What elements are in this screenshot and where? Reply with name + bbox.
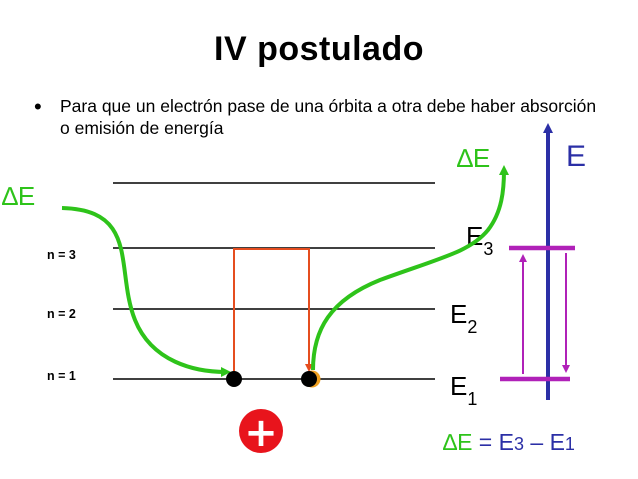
energy-label-e1: E1	[450, 371, 477, 409]
formula-delta-e: ∆E	[443, 429, 472, 455]
energy-label-e1-main: E	[450, 371, 467, 401]
delta-e-absorbed-label: ∆E	[2, 181, 35, 211]
green-absorption-arrow	[61, 206, 231, 377]
formula-e3-sub: 3	[514, 434, 524, 454]
formula-equals: =	[472, 429, 498, 455]
electron-final	[301, 371, 317, 387]
bullet-text: Para que un electrón pase de una órbita …	[60, 96, 597, 138]
electron-initial	[226, 371, 242, 387]
bullet-marker: •	[34, 94, 42, 119]
level-label-n3: n = 3	[47, 248, 76, 262]
nucleus-plus-sign: +	[244, 410, 278, 456]
formula-e3: E	[499, 429, 514, 455]
formula-e1: E	[550, 429, 565, 455]
green-emission-arrow	[311, 165, 509, 371]
red-transition-path	[233, 248, 313, 372]
energy-label-e1-sub: 1	[467, 389, 477, 409]
level-label-n2: n = 2	[47, 307, 76, 321]
delta-e-emitted-label: ∆E	[457, 143, 490, 173]
level-label-n1: n = 1	[47, 369, 76, 383]
page-title: IV postulado	[214, 30, 424, 68]
energy-label-e3-sub: 3	[483, 239, 493, 259]
energy-formula: ∆E = E3 – E1	[443, 429, 575, 455]
nucleus	[239, 409, 283, 453]
energy-label-e2-main: E	[450, 299, 467, 329]
energy-axis-label: E	[566, 140, 586, 173]
energy-label-e2: E2	[450, 299, 477, 337]
formula-e1-sub: 1	[565, 434, 575, 454]
energy-label-e2-sub: 2	[467, 317, 477, 337]
formula-minus: –	[524, 429, 550, 455]
